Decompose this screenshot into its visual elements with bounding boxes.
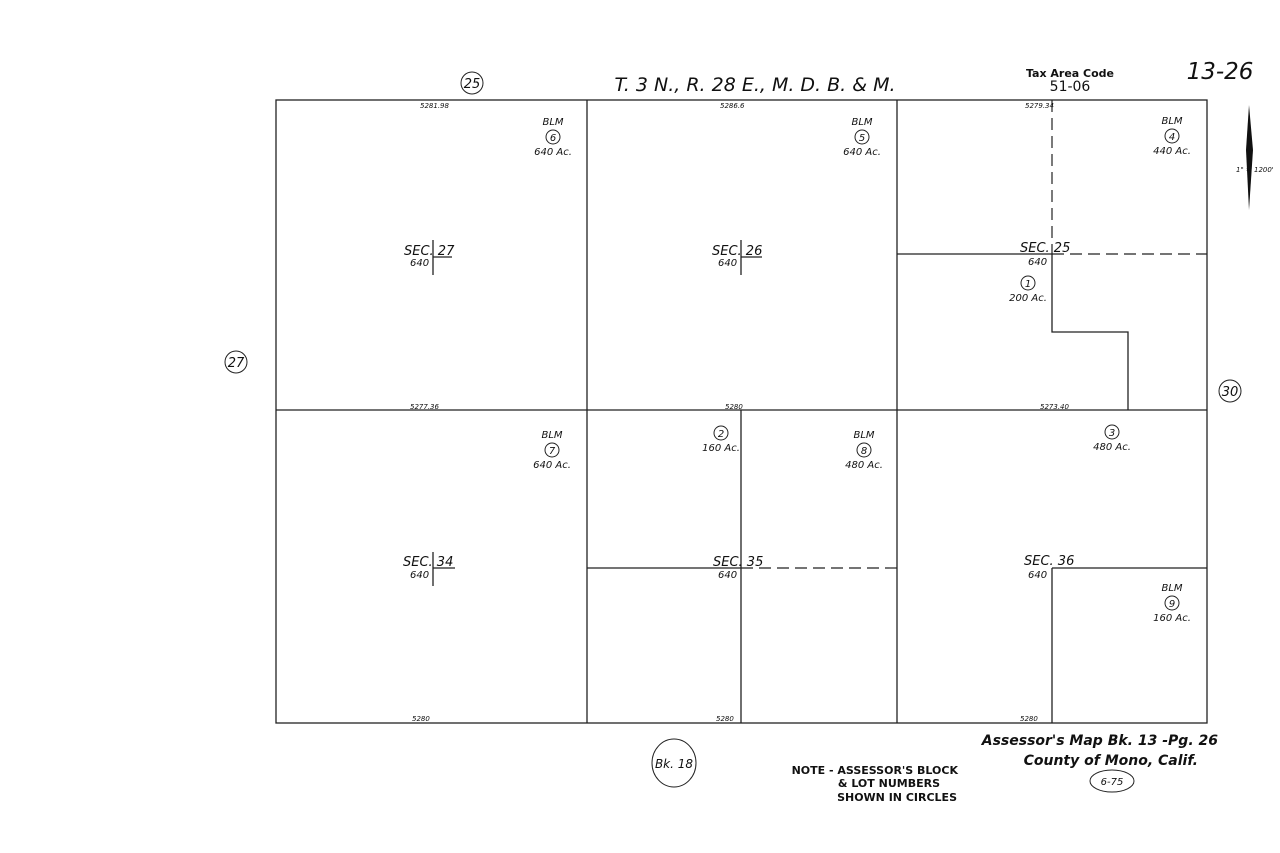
lot-acres: 440 Ac.: [1153, 146, 1191, 157]
svg-text:640: 640: [410, 258, 429, 269]
dimensions: 5281.98 5286.6 5279.34 5277.36 5280 5273…: [410, 102, 1069, 723]
lot-owner: BLM: [1161, 583, 1182, 594]
footer: NOTE - ASSESSOR'S BLOCK & LOT NUMBERS SH…: [792, 733, 1219, 804]
svg-text:640: 640: [718, 258, 737, 269]
lot-acres: 160 Ac.: [702, 443, 740, 454]
lot-number: 4: [1169, 132, 1175, 143]
adjacent-page-top: 25: [464, 77, 481, 92]
svg-text:5286.6: 5286.6: [720, 102, 745, 110]
page-number: 13-26: [1187, 59, 1254, 85]
svg-text:5280: 5280: [725, 403, 743, 411]
lot-acres: 480 Ac.: [845, 460, 883, 471]
lot-3: 3 480 Ac.: [1093, 424, 1131, 453]
svg-text:& LOT NUMBERS: & LOT NUMBERS: [838, 777, 940, 790]
lot-5: BLM 5 640 Ac.: [843, 117, 881, 158]
scale-label: 1" = 1200': [1236, 166, 1274, 174]
date-stamp: 6-75: [1101, 777, 1124, 788]
header: 25 T. 3 N., R. 28 E., M. D. B. & M. Tax …: [460, 59, 1274, 210]
svg-text:640: 640: [410, 570, 429, 581]
lot-4: BLM 4 440 Ac.: [1153, 116, 1191, 157]
svg-text:5277.36: 5277.36: [410, 403, 439, 411]
lot-number: 9: [1169, 599, 1175, 610]
lot-number: 6: [550, 133, 556, 144]
map-title: Assessor's Map Bk. 13 -Pg. 26: [981, 733, 1219, 749]
county-title: County of Mono, Calif.: [1024, 753, 1198, 769]
svg-text:5280: 5280: [716, 715, 734, 723]
lot-8: BLM 8 480 Ac.: [845, 430, 883, 471]
lot-acres: 640 Ac.: [843, 147, 881, 158]
lot-acres: 480 Ac.: [1093, 442, 1131, 453]
svg-text:640: 640: [1028, 257, 1047, 268]
lot-acres: 640 Ac.: [533, 460, 571, 471]
lot-6: BLM 6 640 Ac.: [534, 117, 572, 158]
lot-number: 8: [861, 446, 867, 457]
lot-owner: BLM: [853, 430, 874, 441]
svg-text:640: 640: [1028, 570, 1047, 581]
lot-acres: 160 Ac.: [1153, 613, 1191, 624]
parcel-lines: [275, 99, 1208, 724]
lot-number: 1: [1025, 279, 1031, 290]
north-arrow-icon: [1246, 105, 1253, 210]
svg-text:640: 640: [718, 570, 737, 581]
lot-2: 2 160 Ac.: [702, 425, 740, 454]
svg-text:SHOWN IN CIRCLES: SHOWN IN CIRCLES: [837, 791, 957, 804]
lot-labels: BLM 6 640 Ac. BLM 5 640 Ac. BLM 4 440 Ac. 1 200 Ac…: [533, 116, 1191, 624]
adjacent-page-left: 27: [228, 356, 245, 371]
lot-9: BLM 9 160 Ac.: [1153, 583, 1191, 624]
svg-text:SEC. 26: SEC. 26: [712, 244, 762, 259]
svg-text:5279.34: 5279.34: [1025, 102, 1054, 110]
adjacent-labels: 27 30 Bk. 18: [224, 350, 1242, 788]
lot-acres: 640 Ac.: [534, 147, 572, 158]
svg-text:NOTE - ASSESSOR'S BLOCK: NOTE - ASSESSOR'S BLOCK: [792, 764, 959, 777]
lot-number: 5: [859, 133, 865, 144]
svg-text:SEC. 36: SEC. 36: [1024, 554, 1074, 569]
tax-area-code: 51-06: [1050, 79, 1091, 95]
svg-text:SEC. 27: SEC. 27: [404, 244, 455, 259]
township-title: T. 3 N., R. 28 E., M. D. B. & M.: [614, 74, 895, 96]
svg-text:5281.98: 5281.98: [420, 102, 449, 110]
svg-text:SEC. 25: SEC. 25: [1020, 241, 1070, 256]
adjacent-page-right: 30: [1222, 385, 1239, 400]
tax-area-label: Tax Area Code: [1026, 67, 1114, 80]
lot-number: 3: [1109, 428, 1115, 439]
lot-number: 2: [718, 429, 724, 440]
svg-text:SEC. 35: SEC. 35: [713, 555, 763, 570]
lot-1: 1 200 Ac.: [1009, 275, 1047, 304]
lot-number: 7: [549, 446, 556, 457]
lot-owner: BLM: [542, 117, 563, 128]
lot-7: BLM 7 640 Ac.: [533, 430, 571, 471]
svg-text:5280: 5280: [412, 715, 430, 723]
block-number: Bk. 18: [655, 757, 693, 771]
svg-text:5280: 5280: [1020, 715, 1038, 723]
lot-owner: BLM: [851, 117, 872, 128]
svg-text:5273.40: 5273.40: [1040, 403, 1069, 411]
lot-owner: BLM: [541, 430, 562, 441]
svg-text:SEC. 34: SEC. 34: [403, 555, 453, 570]
lot-owner: BLM: [1161, 116, 1182, 127]
lot-acres: 200 Ac.: [1009, 293, 1047, 304]
